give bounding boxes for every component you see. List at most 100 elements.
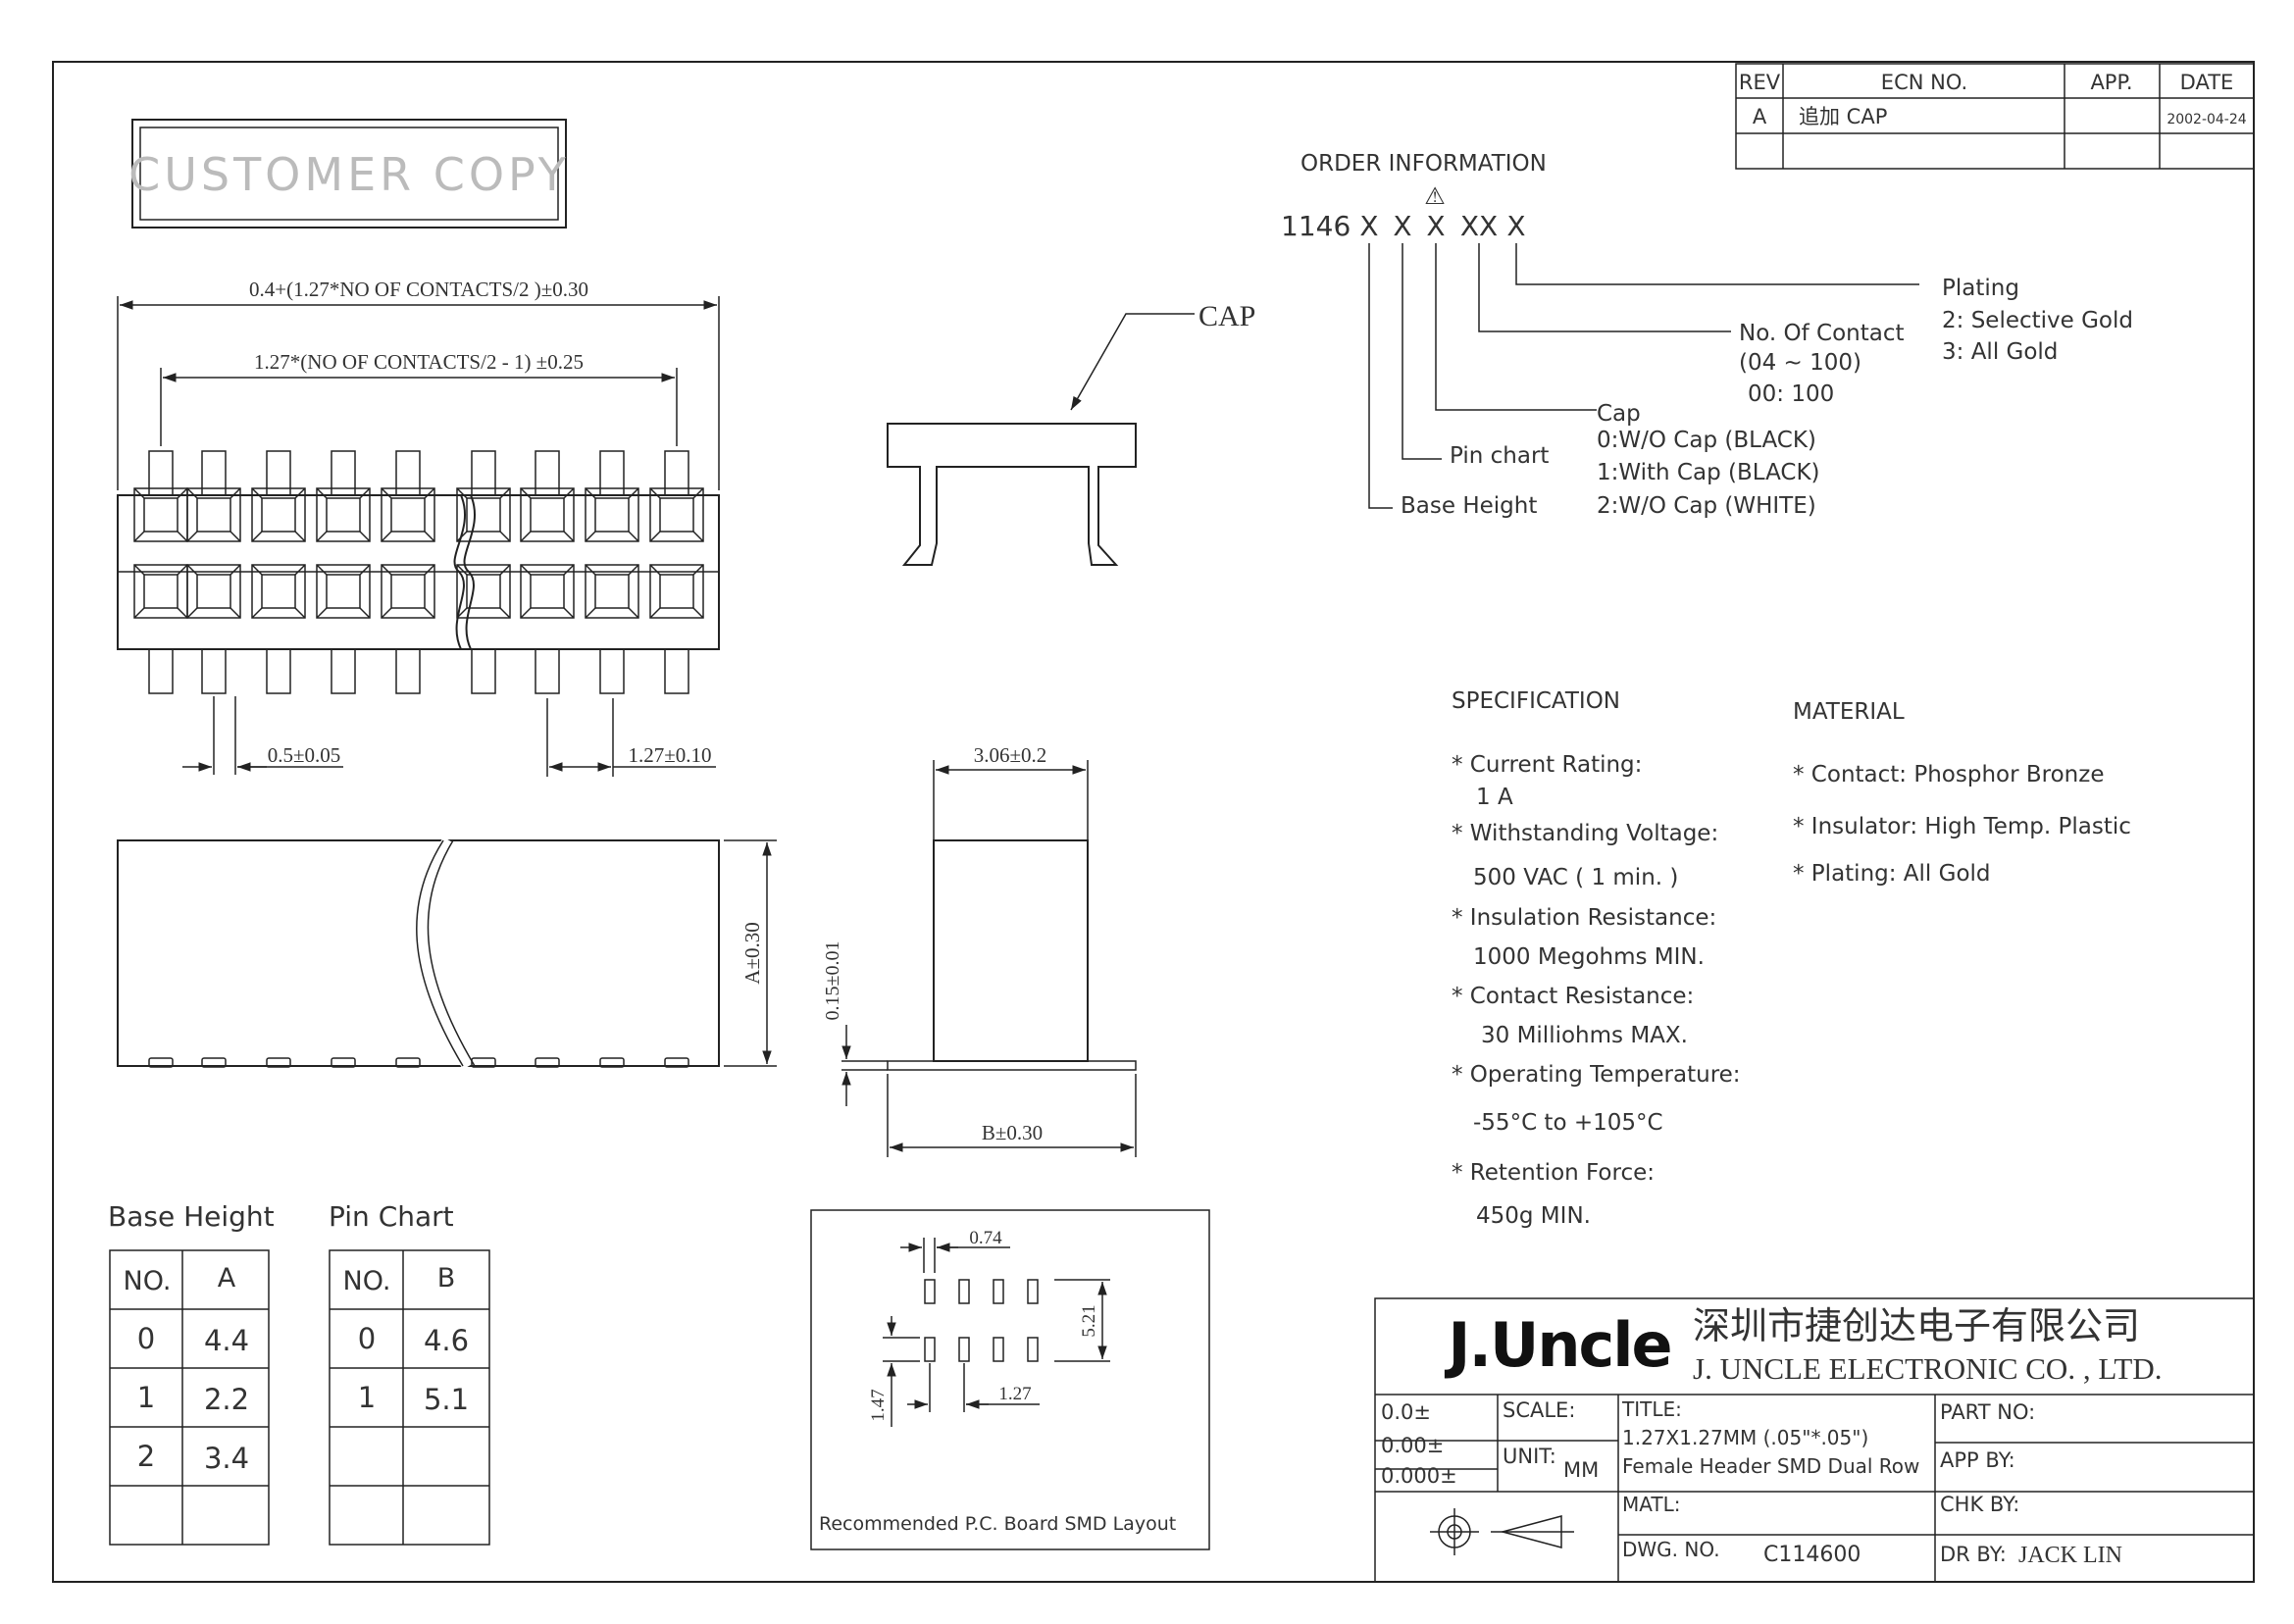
contact-cell-chamfer xyxy=(563,564,575,576)
order-information: ORDER INFORMATION ⚠ 1146 X X X XX X Plat… xyxy=(1281,151,2133,519)
front-view-drawing: A±0.30 xyxy=(117,837,777,1070)
pcb-pad xyxy=(924,1337,936,1362)
order-code-field-4: XX xyxy=(1460,210,1498,242)
contact-cell-chamfer xyxy=(381,607,392,619)
pcb-pad xyxy=(1027,1279,1039,1304)
svg-text:Plating: Plating xyxy=(1942,276,2019,301)
contact-cell-inner xyxy=(196,574,231,609)
contact-cell-chamfer xyxy=(133,487,145,499)
contact-cell-chamfer xyxy=(294,564,306,576)
contact-cell-chamfer xyxy=(186,564,198,576)
svg-text:* Insulation Resistance:: * Insulation Resistance: xyxy=(1452,905,1716,931)
pin-top xyxy=(331,450,356,496)
base-height-table: Base Height NO. A 0 4.4 1 2.2 2 3.4 xyxy=(108,1200,275,1546)
pin-top xyxy=(266,450,291,496)
pin-top xyxy=(395,450,421,496)
top-view-drawing: 0.4+(1.27*NO OF CONTACTS/2 )±0.30 1.27*(… xyxy=(117,278,720,777)
contact-cell xyxy=(316,564,371,619)
contact-cell-chamfer xyxy=(692,564,704,576)
pin-top xyxy=(148,450,174,496)
contact-cell xyxy=(251,564,306,619)
contact-cell-chamfer xyxy=(229,607,241,619)
contact-cell-chamfer xyxy=(251,531,263,542)
contact-cell-chamfer xyxy=(133,531,145,542)
svg-text:4.6: 4.6 xyxy=(424,1324,469,1357)
solder-tail xyxy=(331,1057,356,1068)
contact-cell-chamfer xyxy=(229,564,241,576)
contact-cell-chamfer xyxy=(456,487,468,499)
contact-cell-inner xyxy=(143,497,178,533)
pin-bottom xyxy=(201,648,227,694)
contact-cell-inner xyxy=(530,574,565,609)
contact-cell-chamfer xyxy=(186,531,198,542)
ecn-value: 追加 CAP xyxy=(1799,105,1887,128)
rev-value: A xyxy=(1753,105,1767,128)
contact-cell-chamfer xyxy=(499,564,511,576)
contact-cell-chamfer xyxy=(628,607,639,619)
contact-cell-inner xyxy=(659,497,694,533)
contact-cell-chamfer xyxy=(359,487,371,499)
contact-cell xyxy=(585,564,639,619)
svg-text:MATL:: MATL: xyxy=(1622,1493,1680,1516)
svg-text:(04 ~ 100): (04 ~ 100) xyxy=(1739,350,1861,376)
solder-tail xyxy=(471,1057,496,1068)
contact-cell-chamfer xyxy=(585,531,596,542)
pin-top xyxy=(535,450,560,496)
svg-text:1: 1 xyxy=(358,1381,376,1414)
contact-cell-chamfer xyxy=(229,487,241,499)
contact-cell-chamfer xyxy=(186,487,198,499)
svg-text:NO.: NO. xyxy=(343,1266,391,1296)
svg-text:1000 Megohms MIN.: 1000 Megohms MIN. xyxy=(1473,944,1705,970)
contact-cell-chamfer xyxy=(628,564,639,576)
contact-cell-chamfer xyxy=(520,487,532,499)
svg-text:1.27X1.27MM (.05"*.05"): 1.27X1.27MM (.05"*.05") xyxy=(1622,1426,1868,1449)
pcb-pad xyxy=(1027,1337,1039,1362)
contact-cell-chamfer xyxy=(316,487,328,499)
contact-cell-inner xyxy=(143,574,178,609)
contact-cell-inner xyxy=(530,497,565,533)
dim-lead-thickness: 0.15±0.01 xyxy=(822,941,843,1021)
contact-cell-inner xyxy=(659,574,694,609)
warning-icon: ⚠ xyxy=(1424,182,1446,210)
contact-cell-inner xyxy=(261,497,296,533)
svg-text:UNIT:: UNIT: xyxy=(1503,1445,1556,1468)
contact-cell xyxy=(186,487,241,542)
contact-cell-inner xyxy=(594,574,630,609)
svg-text:DWG. NO.: DWG. NO. xyxy=(1622,1538,1720,1561)
revision-table: REV ECN NO. APP. DATE A 追加 CAP 2002-04-2… xyxy=(1735,63,2255,170)
order-info-title: ORDER INFORMATION xyxy=(1300,151,1547,177)
contact-cell xyxy=(186,564,241,619)
contact-cell-chamfer xyxy=(229,531,241,542)
date-value: 2002-04-24 xyxy=(2167,112,2246,127)
svg-text:Base Height: Base Height xyxy=(1401,493,1537,519)
dim-pitch: 1.27±0.10 xyxy=(628,743,711,767)
pin-bottom xyxy=(471,648,496,694)
pcb-layout-caption: Recommended P.C. Board SMD Layout xyxy=(819,1513,1176,1535)
contact-cell-chamfer xyxy=(316,531,328,542)
contact-cell-inner xyxy=(390,497,426,533)
pin-chart-table: Pin Chart NO. B 0 4.6 1 5.1 xyxy=(329,1200,490,1546)
svg-text:Female Header SMD Dual Row: Female Header SMD Dual Row xyxy=(1622,1454,1919,1478)
svg-text:0: 0 xyxy=(358,1322,376,1355)
svg-text:CHK BY:: CHK BY: xyxy=(1940,1493,2019,1516)
solder-tail xyxy=(664,1057,689,1068)
company-name-cn: 深圳市捷创达电子有限公司 xyxy=(1693,1304,2140,1347)
contact-cell xyxy=(649,564,704,619)
pin-bottom xyxy=(395,648,421,694)
contact-cell-chamfer xyxy=(359,564,371,576)
contact-cell-chamfer xyxy=(692,607,704,619)
svg-text:* Contact Resistance:: * Contact Resistance: xyxy=(1452,984,1694,1009)
contact-cell-chamfer xyxy=(186,607,198,619)
svg-text:-55°C to +105°C: -55°C to +105°C xyxy=(1473,1110,1663,1136)
contact-cell-chamfer xyxy=(251,607,263,619)
svg-text:* Insulator: High Temp. Plasti: * Insulator: High Temp. Plastic xyxy=(1793,814,2131,839)
pcb-pad xyxy=(958,1337,970,1362)
contact-cell-chamfer xyxy=(424,487,435,499)
svg-text:APP BY:: APP BY: xyxy=(1940,1448,2015,1472)
side-view-drawing: 3.06±0.2 0.15±0.01 B±0.30 xyxy=(822,743,1137,1157)
material-section: MATERIAL * Contact: Phosphor Bronze * In… xyxy=(1793,699,2131,887)
contact-cell-chamfer xyxy=(177,564,188,576)
contact-cell xyxy=(520,487,575,542)
contact-cell-chamfer xyxy=(585,487,596,499)
